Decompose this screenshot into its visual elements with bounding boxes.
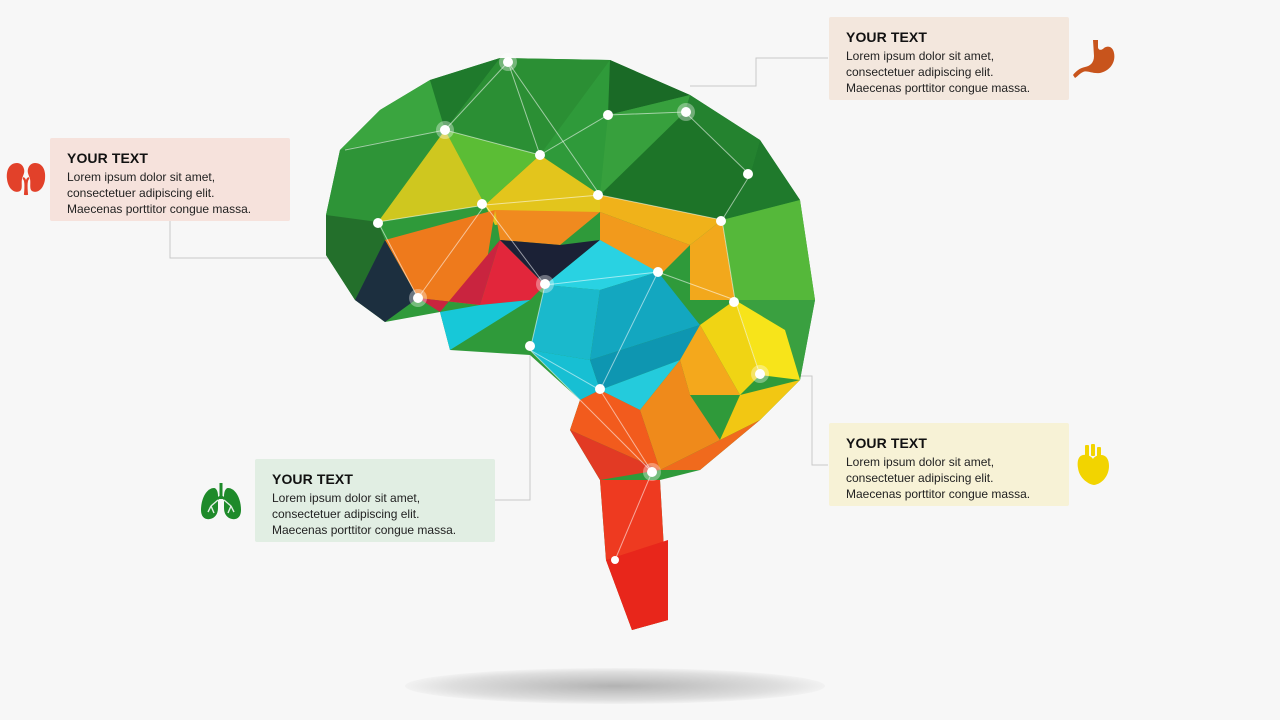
callout-text-line: Maecenas porttitor congue massa. <box>846 81 1031 95</box>
callout-text-line: consectetuer adipiscing elit. <box>846 471 994 485</box>
callout-text-line: consectetuer adipiscing elit. <box>272 507 420 521</box>
stomach-icon <box>1073 38 1117 80</box>
callout-title: YOUR TEXT <box>67 150 149 166</box>
callout-text-line: consectetuer adipiscing elit. <box>67 186 215 200</box>
callout-text-line: Lorem ipsum dolor sit amet, <box>272 491 421 505</box>
callout-text-line: Maecenas porttitor congue massa. <box>67 202 252 216</box>
callout-text-line: consectetuer adipiscing elit. <box>846 65 994 79</box>
callout-heart: YOUR TEXT Lorem ipsum dolor sit amet, co… <box>829 423 1069 506</box>
callout-text-line: Lorem ipsum dolor sit amet, <box>846 49 995 63</box>
kidneys-icon <box>5 161 47 197</box>
heart-icon <box>1076 444 1110 486</box>
callout-text-line: Maecenas porttitor congue massa. <box>272 523 457 537</box>
lungs-icon <box>199 482 243 522</box>
callout-kidney: YOUR TEXT Lorem ipsum dolor sit amet, co… <box>50 138 290 221</box>
callout-stomach: YOUR TEXT Lorem ipsum dolor sit amet, co… <box>829 17 1069 100</box>
callout-lungs: YOUR TEXT Lorem ipsum dolor sit amet, co… <box>255 459 495 542</box>
callout-text-line: Lorem ipsum dolor sit amet, <box>846 455 995 469</box>
callout-text-line: Lorem ipsum dolor sit amet, <box>67 170 216 184</box>
callout-text-line: Maecenas porttitor congue massa. <box>846 487 1031 501</box>
brain-shadow <box>405 668 825 704</box>
callout-title: YOUR TEXT <box>272 471 354 487</box>
callout-title: YOUR TEXT <box>846 435 928 451</box>
callout-title: YOUR TEXT <box>846 29 928 45</box>
